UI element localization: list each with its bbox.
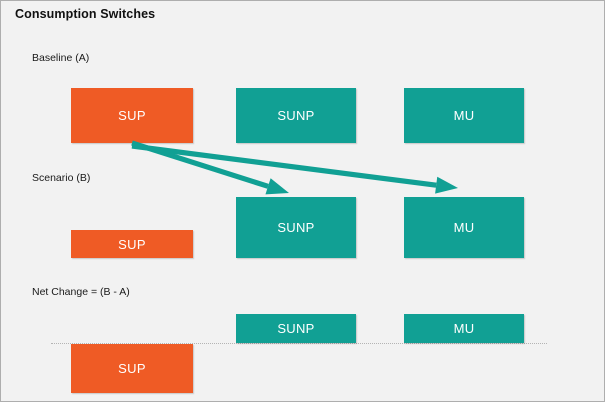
box-label: SUNP [277, 220, 315, 235]
box-scenario-sunp[interactable]: SUNP [236, 197, 356, 258]
section-label-net-change: Net Change = (B - A) [32, 286, 130, 298]
box-netchange-sunp[interactable]: SUNP [236, 314, 356, 343]
arrow-sup-to-sunp-head [265, 178, 289, 195]
box-label: MU [453, 220, 475, 235]
box-netchange-mu[interactable]: MU [404, 314, 524, 343]
net-change-baseline-rule [51, 343, 547, 344]
section-label-scenario: Scenario (B) [32, 172, 91, 184]
arrow-sup-to-mu-head [435, 176, 458, 194]
box-netchange-sup[interactable]: SUP [71, 344, 193, 393]
box-label: MU [453, 321, 475, 336]
arrow-sup-to-sunp-shaft [131, 140, 269, 189]
arrow-sup-to-mu-shaft [131, 143, 437, 188]
box-label: SUNP [277, 108, 315, 123]
box-scenario-sup[interactable]: SUP [71, 230, 193, 258]
box-label: SUP [118, 236, 146, 252]
box-label: SUP [118, 108, 146, 123]
box-scenario-mu[interactable]: MU [404, 197, 524, 258]
box-baseline-sup[interactable]: SUP [71, 88, 193, 143]
box-baseline-mu[interactable]: MU [404, 88, 524, 143]
box-label: SUP [118, 361, 146, 376]
box-label: SUNP [277, 321, 315, 336]
section-label-baseline: Baseline (A) [32, 52, 90, 64]
box-label: MU [453, 108, 475, 123]
page-title: Consumption Switches [15, 7, 156, 21]
box-baseline-sunp[interactable]: SUNP [236, 88, 356, 143]
